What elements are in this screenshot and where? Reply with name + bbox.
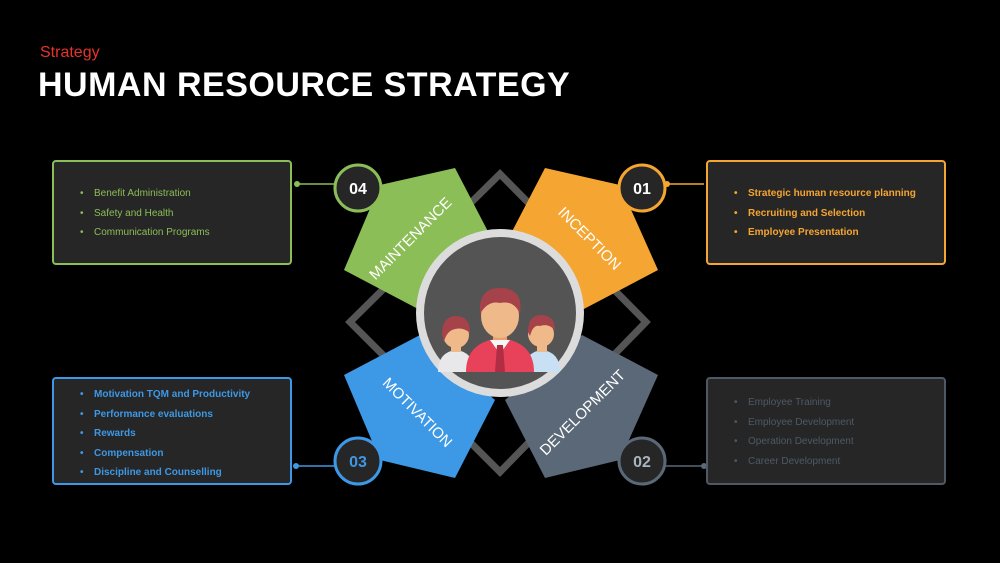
maintenance-list: Benefit Administration Safety and Health… bbox=[80, 184, 210, 243]
list-item: Compensation bbox=[80, 444, 250, 464]
number-inception: 01 bbox=[633, 181, 651, 198]
people-group-icon bbox=[438, 288, 560, 372]
list-item: Rewards bbox=[80, 424, 250, 444]
number-circle-motivation bbox=[333, 436, 383, 486]
connector-dot-development bbox=[701, 463, 707, 469]
list-item: Operation Development bbox=[734, 432, 854, 452]
inception-list: Strategic human resource planning Recrui… bbox=[734, 184, 916, 243]
number-development: 02 bbox=[633, 454, 651, 471]
number-maintenance: 04 bbox=[349, 181, 367, 198]
list-item: Communication Programs bbox=[80, 223, 210, 243]
connector-dot-maintenance bbox=[294, 181, 300, 187]
list-item: Strategic human resource planning bbox=[734, 184, 916, 204]
slide-kicker: Strategy bbox=[40, 44, 100, 61]
motivation-box: Motivation TQM and Productivity Performa… bbox=[52, 377, 292, 485]
connector-dot-motivation bbox=[293, 463, 299, 469]
list-item: Employee Training bbox=[734, 393, 854, 413]
list-item: Discipline and Counselling bbox=[80, 463, 250, 483]
list-item: Employee Presentation bbox=[734, 223, 916, 243]
list-item: Safety and Health bbox=[80, 204, 210, 224]
number-circle-development bbox=[617, 436, 667, 486]
list-item: Benefit Administration bbox=[80, 184, 210, 204]
list-item: Recruiting and Selection bbox=[734, 204, 916, 224]
number-circle-maintenance bbox=[333, 163, 383, 213]
list-item: Employee Development bbox=[734, 413, 854, 433]
development-list: Employee Training Employee Development O… bbox=[734, 393, 854, 471]
slide-title: HUMAN RESOURCE STRATEGY bbox=[38, 66, 571, 104]
number-motivation: 03 bbox=[349, 454, 367, 471]
motivation-list: Motivation TQM and Productivity Performa… bbox=[80, 385, 250, 483]
list-item: Motivation TQM and Productivity bbox=[80, 385, 250, 405]
development-box: Employee Training Employee Development O… bbox=[706, 377, 946, 485]
list-item: Career Development bbox=[734, 452, 854, 472]
number-circle-inception bbox=[617, 163, 667, 213]
inception-box: Strategic human resource planning Recrui… bbox=[706, 160, 946, 265]
maintenance-box: Benefit Administration Safety and Health… bbox=[52, 160, 292, 265]
list-item: Performance evaluations bbox=[80, 405, 250, 425]
